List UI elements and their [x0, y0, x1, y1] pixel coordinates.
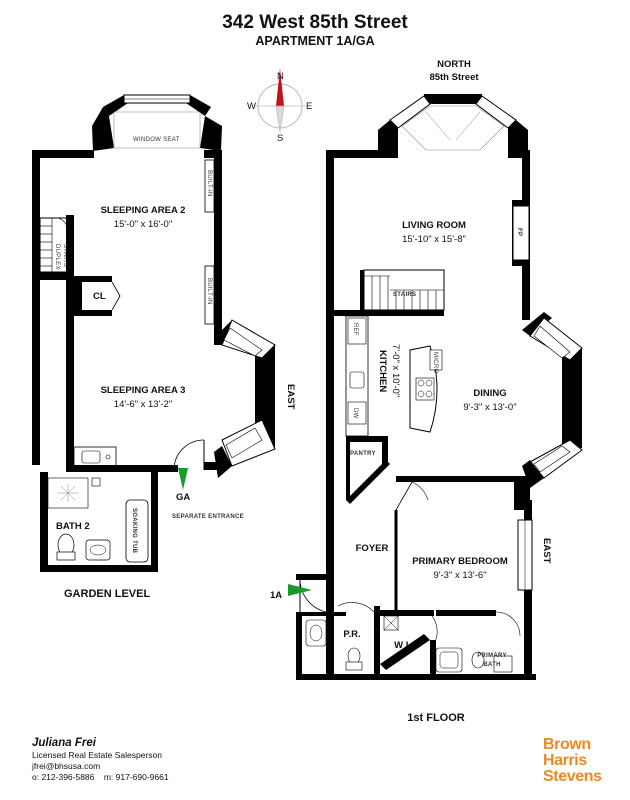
- kitchen-label: KITCHEN: [377, 350, 388, 392]
- page-title: 342 West 85th Street: [222, 12, 408, 33]
- first-floor-plan: NORTH 85th Street FP LIVING ROOM 15'-10"…: [270, 59, 583, 724]
- window-seat-label: WINDOW SEAT: [133, 137, 180, 143]
- fireplace-label: FP: [516, 228, 522, 236]
- living-room-dimensions: 15'-10" x 15'-8": [402, 234, 466, 245]
- sleeping-area-3-dimensions: 14'-6" x 13'-2": [114, 399, 172, 410]
- first-floor-label: 1st FLOOR: [407, 712, 465, 724]
- primary-bath-label-1: PRIMARY: [477, 653, 507, 659]
- first-floor-entrance-arrow: [288, 584, 312, 596]
- living-room-label: LIVING ROOM: [402, 220, 466, 231]
- apartment-subtitle: APARTMENT 1A/GA: [255, 34, 375, 48]
- compass-w-label: W: [247, 101, 256, 112]
- duplex-label-2: STAIRS: [62, 244, 68, 267]
- brand-line-1: Brown: [543, 736, 591, 753]
- separate-entrance-label: SEPARATE ENTRANCE: [172, 514, 244, 520]
- brand-logo: Brown Harris Stevens: [543, 737, 602, 785]
- micro-label: MICRO: [432, 352, 438, 374]
- closet-label: CL: [93, 291, 106, 302]
- sleeping-area-2-label: SLEEPING AREA 2: [101, 205, 186, 216]
- builtin-label-2: BUILT-IN: [206, 278, 212, 305]
- brand-line-2: Harris: [543, 752, 587, 769]
- duplex-stairs[interactable]: [39, 217, 69, 273]
- powder-room-label: P.R.: [343, 629, 360, 640]
- agent-phones: o: 212-396-5886 m: 917-690-9661: [32, 772, 169, 782]
- bath-2-label: BATH 2: [56, 521, 90, 532]
- agent-title: Licensed Real Estate Salesperson: [32, 750, 162, 760]
- first-floor-entrance-marker: 1A: [270, 590, 282, 601]
- garden-level-plan: WINDOW SEAT BUILT-IN BUILT-IN DUPLEX STA…: [32, 94, 296, 600]
- east-label-first-floor: EAST: [541, 538, 552, 564]
- stairs-label: STAIRS: [393, 292, 416, 298]
- sleeping-area-2-dimensions: 15'-0" x 16'-0": [114, 219, 172, 230]
- compass-s-label: S: [277, 133, 283, 144]
- foyer-label: FOYER: [356, 543, 389, 554]
- ref-label: REF: [352, 323, 358, 336]
- builtin-label-1: BUILT-IN: [206, 170, 212, 197]
- soaking-tub: [125, 499, 149, 563]
- garden-entrance-arrow: [178, 468, 188, 490]
- agent-contact: Juliana Frei Licensed Real Estate Salesp…: [32, 736, 169, 783]
- street-label: 85th Street: [429, 72, 479, 83]
- compass-rose: N S W E: [247, 68, 312, 144]
- compass-north-arrow: [276, 68, 284, 106]
- compass-n-label: N: [277, 71, 284, 82]
- brand-line-3: Stevens: [543, 768, 602, 785]
- sleeping-area-3-label: SLEEPING AREA 3: [101, 385, 186, 396]
- wic-label: W I C: [394, 640, 418, 651]
- garden-level-label: GARDEN LEVEL: [64, 588, 150, 600]
- dw-label: DW: [352, 408, 358, 419]
- duplex-label-1: DUPLEX: [54, 244, 60, 270]
- pantry-label: PANTRY: [350, 451, 376, 457]
- primary-bath-label-2: BATH: [483, 662, 500, 668]
- agent-name: Juliana Frei: [32, 737, 96, 749]
- east-label-garden: EAST: [285, 384, 296, 410]
- north-label: NORTH: [437, 59, 471, 70]
- dining-dimensions: 9'-3" x 13'-0": [463, 402, 516, 413]
- primary-bedroom-label: PRIMARY BEDROOM: [412, 556, 508, 567]
- garden-entrance-marker: GA: [176, 492, 190, 503]
- soaking-tub-label: SOAKING TUB: [131, 508, 137, 554]
- agent-email[interactable]: jfrei@bhsusa.com: [32, 761, 101, 771]
- first-floor-stairs[interactable]: [360, 269, 445, 311]
- primary-bedroom-dimensions: 9'-3" x 13'-6": [433, 570, 486, 581]
- compass-e-label: E: [306, 101, 312, 112]
- kitchen-dimensions: 7'-0" x 10'-0": [390, 344, 401, 397]
- dining-label: DINING: [473, 388, 506, 399]
